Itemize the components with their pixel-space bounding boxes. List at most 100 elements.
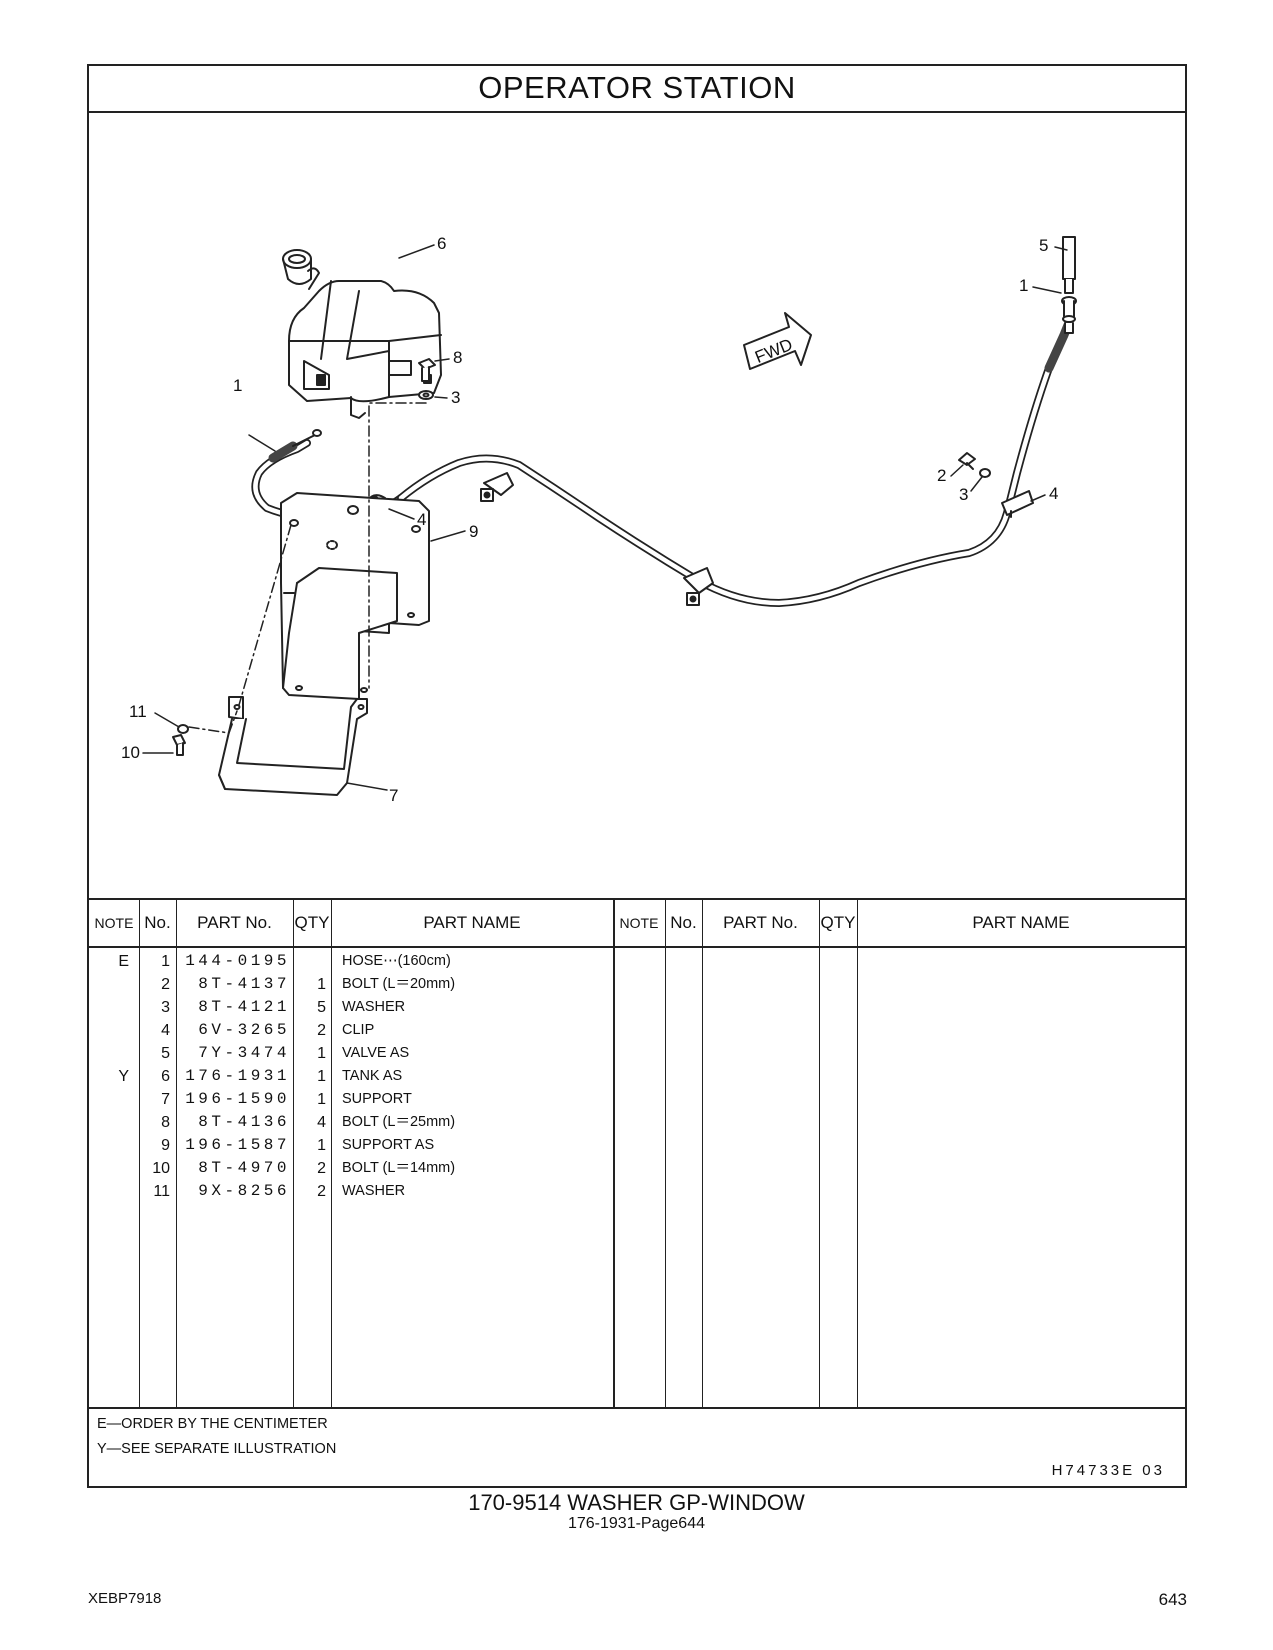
table-cell-part-no: 8T-4136: [198, 1113, 290, 1131]
table-cell-part-no: 196-1590: [185, 1090, 290, 1108]
catalog-frame: OPERATOR STATION: [87, 64, 1187, 1488]
note-y: Y―SEE SEPARATE ILLUSTRATION: [97, 1441, 337, 1457]
table-cell-name: HOSE⋯(160cm): [342, 953, 451, 969]
group-title: 170‑9514 WASHER GP‑WINDOW: [468, 1490, 805, 1515]
table-cell-qty: 4: [317, 1114, 326, 1131]
table-cell-part-no: 7Y-3474: [198, 1044, 290, 1062]
table-cell-no: 11: [153, 1183, 170, 1200]
table-cell-name: WASHER: [342, 1183, 406, 1199]
header-note-right: NOTE: [619, 915, 659, 931]
callout-2: 2: [937, 466, 946, 485]
table-cell-name: VALVE AS: [342, 1045, 410, 1061]
table-cell-qty: 1: [317, 1091, 326, 1108]
callout-4a: 4: [1049, 484, 1058, 503]
footnotes: E―ORDER BY THE CENTIMETER Y―SEE SEPARATE…: [97, 1412, 336, 1462]
table-cell-no: 1: [161, 953, 170, 970]
part-name-column: HOSE⋯(160cm) BOLT (L＝20mm) WASHER CLIP VALVE…: [342, 950, 612, 1203]
parts-table: NOTE No. PART No. QTY PART NAME NOTE No.…: [89, 898, 1185, 1409]
table-cell-part-no: 176-1931: [185, 1067, 290, 1085]
table-cell-part-no: 8T-4121: [198, 998, 290, 1016]
col-divider: [665, 900, 666, 1407]
group-subtitle: 176‑1931‑Page644: [567, 1515, 705, 1532]
callout-3a: 3: [451, 388, 460, 407]
callout-leaders: [142, 244, 1068, 791]
table-cell-note: [89, 1157, 129, 1180]
table-cell-name: SUPPORT: [342, 1091, 412, 1107]
table-cell-qty: 1: [317, 976, 326, 993]
table-cell-no: 2: [161, 976, 170, 993]
header-part-no-right: PART No.: [723, 913, 798, 932]
header-part-no: PART No.: [197, 913, 272, 932]
col-divider: [139, 900, 140, 1407]
table-cell-name: WASHER: [342, 999, 406, 1015]
table-cell-part-no: 8T-4970: [198, 1159, 290, 1177]
table-cell-no: 5: [161, 1045, 170, 1062]
washer-group-diagram: FWD: [121, 234, 1077, 805]
part-number-column: 144-0195 8T-4137 8T-4121 6V-3265 7Y-3474 176-…: [176, 950, 290, 1203]
table-cell-qty: 1: [317, 1137, 326, 1154]
table-cell-note: [89, 996, 129, 1019]
table-cell-no: 7: [161, 1091, 170, 1108]
table-cell-name: BOLT (L＝14mm): [342, 1160, 456, 1176]
table-cell-note: [89, 1019, 129, 1042]
callout-numbers: 6 5 1 8 3 1 2 3 4 4 9 11 10 7: [121, 234, 1058, 805]
callout-3b: 3: [959, 485, 968, 504]
bolt-and-washer-upper: [418, 358, 436, 400]
col-divider: [331, 900, 332, 1407]
support-assembly: [280, 492, 430, 700]
table-cell-note: [89, 973, 129, 996]
table-cell-no: 6: [161, 1068, 170, 1085]
header-note: NOTE: [94, 915, 134, 931]
table-cell-no: 3: [161, 999, 170, 1016]
note-e: E―ORDER BY THE CENTIMETER: [97, 1416, 328, 1432]
table-cell-qty: 5: [317, 999, 326, 1016]
callout-10: 10: [121, 743, 140, 762]
table-cell-part-no: 8T-4137: [198, 975, 290, 993]
table-cell-name: CLIP: [342, 1022, 375, 1038]
callout-6: 6: [437, 234, 446, 253]
header-qty: QTY: [294, 913, 330, 932]
callout-1b: 1: [233, 376, 242, 395]
support-bracket: [218, 696, 368, 796]
col-divider: [702, 900, 703, 1407]
header-part-name: PART NAME: [423, 913, 521, 932]
table-cell-qty: 2: [317, 1183, 326, 1200]
table-cell-note: [89, 1111, 129, 1134]
table-cell-part-no: 6V-3265: [198, 1021, 290, 1039]
table-cell-name: TANK AS: [342, 1068, 403, 1084]
col-divider: [819, 900, 820, 1407]
col-divider: [293, 900, 294, 1407]
table-cell-qty: 1: [317, 1068, 326, 1085]
callout-7: 7: [389, 786, 398, 805]
col-divider: [176, 900, 177, 1407]
callout-9: 9: [469, 522, 478, 541]
table-cell-note: [89, 1042, 129, 1065]
table-cell-name: SUPPORT AS: [342, 1137, 435, 1153]
check-valve: [1061, 236, 1077, 334]
table-cell-part-no: 144-0195: [185, 952, 290, 970]
header-no-right: No.: [670, 913, 697, 932]
table-cell-note: E: [118, 953, 129, 970]
col-divider: [857, 900, 858, 1407]
callout-5: 5: [1039, 236, 1048, 255]
table-cell-no: 4: [161, 1022, 170, 1039]
header-divider: [89, 946, 1185, 948]
table-cell-name: BOLT (L＝20mm): [342, 976, 456, 992]
hose-clips: [366, 472, 1034, 606]
table-cell-qty: [293, 950, 326, 973]
table-cell-name: BOLT (L＝25mm): [342, 1114, 456, 1130]
bolt-and-washer-right: [958, 452, 991, 478]
table-cell-no: 10: [152, 1160, 170, 1177]
table-cell-note: [89, 1088, 129, 1111]
table-cell-part-no: 196-1587: [185, 1136, 290, 1154]
illustration-reference: H74733E 03: [1051, 1462, 1165, 1479]
bolt-and-washer-lower: [172, 724, 189, 756]
table-cell-qty: 2: [317, 1022, 326, 1039]
table-cell-qty: 1: [317, 1045, 326, 1062]
table-cell-note: [89, 1134, 129, 1157]
header-qty-right: QTY: [820, 913, 856, 932]
section-divider: [613, 900, 615, 1407]
